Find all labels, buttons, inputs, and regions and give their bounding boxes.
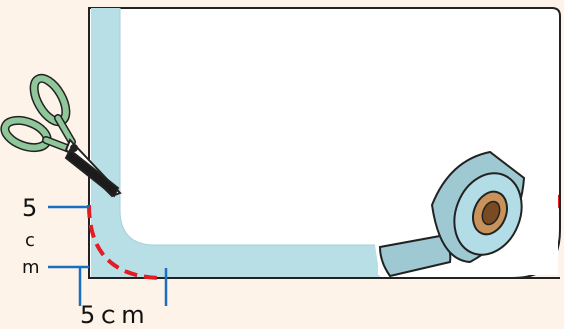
cut-line-left (87, 204, 161, 280)
label-vertical-c: c (25, 230, 35, 251)
label-vertical-m: m (22, 257, 40, 278)
tape-strip-inner-edge (119, 8, 375, 246)
tape-roll-icon (378, 150, 558, 278)
label-vertical-five: 5 (22, 194, 38, 222)
label-horizontal-5cm: 5ｃm (80, 301, 146, 329)
scissors-icon (0, 73, 122, 198)
